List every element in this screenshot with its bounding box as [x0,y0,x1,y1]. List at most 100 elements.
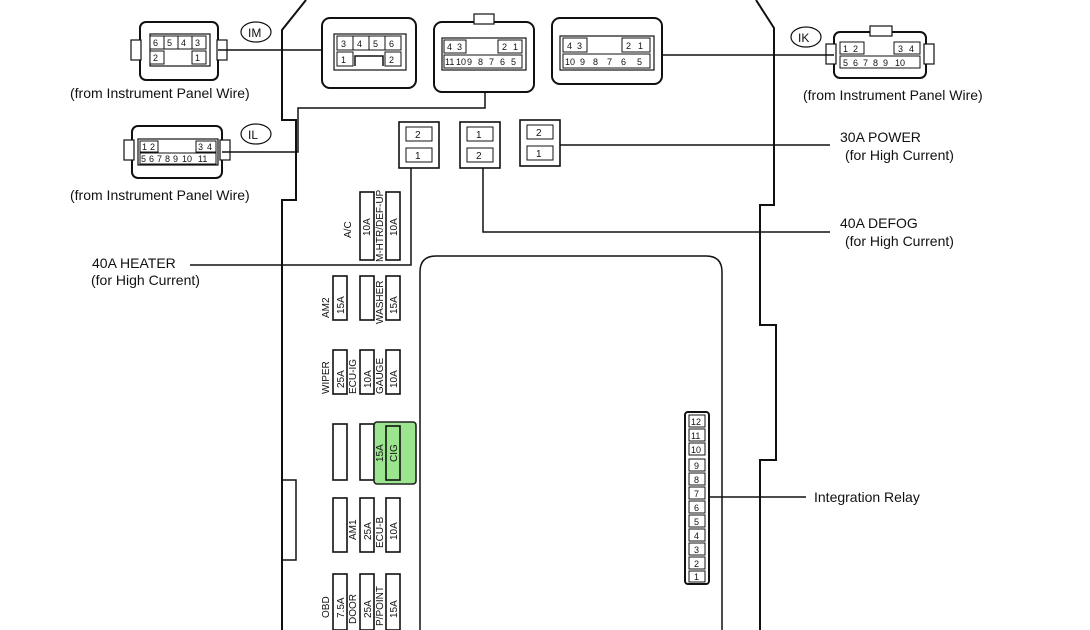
pin-label: 6 [389,39,394,49]
fuse-washer-body [385,275,401,321]
relay-pin-label: 5 [694,517,699,527]
fuse-mhtr-name: M-HTR/DEF-UP [375,189,386,262]
connector-il: IL 1 2 3 4 5 6 7 8 9 10 11 (from Instrum… [70,123,272,203]
pin [497,39,523,54]
pin-label: 9 [467,57,472,67]
connector-im-caption: (from Instrument Panel Wire) [70,85,250,101]
fuse-terminal-label: 2 [476,151,482,162]
integration-relay-connector: 12 11 10 9 8 7 6 5 4 3 2 1 [684,411,710,585]
pin [443,54,523,69]
block-connector-b: 4 3 2 1 11 10 9 8 7 6 5 [433,13,535,93]
fuse-door-name: DOOR [348,594,359,624]
pin [384,51,402,67]
fuse-obd-rating: 7.5A [336,597,347,618]
pin-label: 5 [141,154,146,164]
relay-pin [688,442,706,456]
fuse-am1-body [359,497,375,553]
pin-label: 2 [389,55,394,65]
pin [562,53,651,69]
fuse-door-body [359,573,375,630]
connector-ik-ear-left [825,43,837,65]
relay-pin-label: 6 [694,503,699,513]
fuse-terminal-label: 1 [415,151,421,162]
fuse-terminal [526,124,554,140]
fuse-terminal [466,126,494,142]
connector-il-ear-left [123,139,135,161]
relay-pin-label: 3 [694,545,699,555]
pin-label: 5 [511,57,516,67]
fuse-am2-name: AM2 [321,297,332,318]
pin-label: 10 [456,57,466,67]
label-40a-heater: 40A HEATER [92,255,176,271]
pin-label: 1 [142,142,147,152]
label-40a-defog-sub: (for High Current) [845,233,954,249]
pin-label: 5 [637,57,642,67]
relay-pin [688,500,706,514]
pin-label: 10 [895,58,905,68]
fuse-washer-rating: 15A [389,296,400,314]
block-connector-a: 3 4 5 6 1 2 [321,17,417,89]
fuse-blank-1 [359,191,375,261]
pin-label: 9 [580,57,585,67]
pin-label: 10 [182,154,192,164]
connector-ik-latch [869,25,893,37]
fuse-terminal-label: 2 [415,130,421,141]
relay-pin-label: 4 [694,531,699,541]
label-30a-power: 30A POWER [840,129,921,145]
relay-pin-label: 9 [694,461,699,471]
fuse-ecuig-rating: 10A [363,370,374,388]
pin-label: 7 [863,58,868,68]
relay-pin [688,570,706,583]
connector-im-tag-bubble [240,21,272,43]
pin-label: 9 [883,58,888,68]
connector-im-ear-left [130,39,142,61]
relay-pin [688,542,706,556]
fuse-ecub-name: ECU-B [375,517,386,548]
pin-label: 6 [149,154,154,164]
fuse-am2-rating: 15A [336,296,347,314]
relay-pin [688,556,706,570]
pin [621,37,651,53]
fuse-cig-highlight [373,421,417,485]
fuse-blank-5 [332,497,348,553]
pin-label: 1 [195,53,200,63]
connector-ik-tag-bubble [790,26,822,48]
connector-ik-tag: IK [798,31,809,45]
relay-pin [688,514,706,528]
pin-label: 2 [626,41,631,51]
fuse-blank-4 [359,423,375,481]
fuse-wiper-name: WIPER [321,361,332,394]
pin-label: 5 [167,38,172,48]
fuse-am1-name: AM1 [348,519,359,540]
fuse-obd-body [332,573,348,630]
pin-label: 7 [607,57,612,67]
fuse-cig-name: CIG [389,444,400,462]
fuse-mhtr-body [385,191,401,261]
fuse-cig-rating: 15A [375,444,386,462]
fuse-ac-name: A/C [343,221,354,238]
connector-il-row-bottom [139,152,217,165]
leader-line-il [222,92,486,153]
pin-label: 3 [457,42,462,52]
relay-pin [688,428,706,442]
leader-line-heater [190,165,412,266]
fuse-gauge-body [385,349,401,395]
fuse-terminal [466,147,494,163]
pin-label: 4 [447,42,452,52]
pin-label: 2 [853,44,858,54]
integration-relay-label: Integration Relay [814,489,920,505]
pin-label: 8 [593,57,598,67]
relay-pin [688,486,706,500]
fuse-am2-body [332,275,348,321]
pin [336,51,354,67]
pin-label: 3 [195,38,200,48]
label-40a-heater-sub: (for High Current) [91,272,200,288]
fuse-mhtr-rating: 10A [389,218,400,236]
leader-line-defog [482,165,830,233]
fuse-terminal [405,126,433,142]
fuse-terminal-label: 1 [476,130,482,141]
connector-im-pin-1 [191,50,207,65]
pin-label: 8 [165,154,170,164]
relay-pin-label: 12 [691,417,701,427]
